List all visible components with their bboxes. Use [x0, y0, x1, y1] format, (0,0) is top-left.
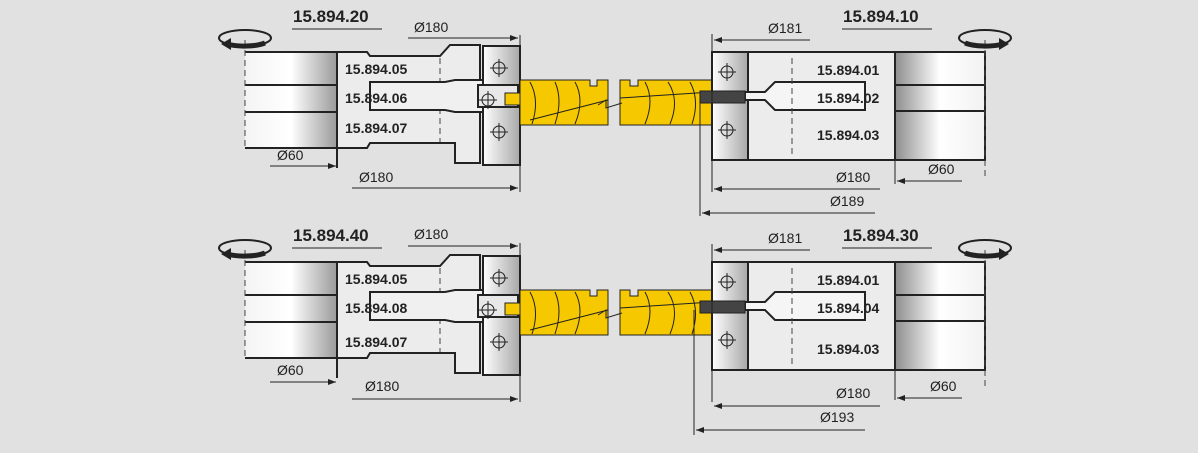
- left-part-3: 15.894.07: [345, 120, 407, 136]
- left-part-2: 15.894.08: [345, 300, 407, 316]
- right-part-2: 15.894.04: [817, 300, 879, 316]
- left-dim-top: Ø180: [414, 226, 448, 242]
- right-dim-bottom: Ø180: [836, 169, 870, 185]
- top-row: 15.894.20 Ø180 15.894.05 15.894.06 15.89…: [219, 7, 1011, 216]
- right-part-1: 15.894.01: [817, 62, 879, 78]
- right-assembly-title: 15.894.10: [843, 7, 919, 26]
- left-dim-shaft: Ø60: [277, 362, 304, 378]
- right-dim-shaft: Ø60: [930, 378, 957, 394]
- right-assembly-title: 15.894.30: [843, 226, 919, 245]
- left-assembly-title: 15.894.40: [293, 226, 369, 245]
- right-dim-top: Ø181: [768, 20, 802, 36]
- right-tool-assembly: [700, 250, 985, 390]
- left-dim-top: Ø180: [414, 19, 448, 35]
- left-part-2: 15.894.06: [345, 90, 407, 106]
- left-assembly-title: 15.894.20: [293, 7, 369, 26]
- right-tool-assembly: [700, 40, 985, 180]
- left-part-1: 15.894.05: [345, 271, 407, 287]
- right-part-3: 15.894.03: [817, 127, 879, 143]
- right-dim-outer: Ø193: [820, 409, 854, 425]
- left-part-1: 15.894.05: [345, 61, 407, 77]
- left-dim-shaft: Ø60: [277, 147, 304, 163]
- right-dim-top: Ø181: [768, 230, 802, 246]
- left-dim-bottom: Ø180: [359, 169, 393, 185]
- right-dim-shaft: Ø60: [928, 161, 955, 177]
- left-dim-bottom: Ø180: [365, 378, 399, 394]
- right-dim-bottom: Ø180: [836, 385, 870, 401]
- bottom-row: 15.894.40 Ø180 15.894.05 15.894.08 15.89…: [219, 226, 1011, 435]
- left-part-3: 15.894.07: [345, 334, 407, 350]
- right-dim-outer: Ø189: [830, 193, 864, 209]
- right-part-1: 15.894.01: [817, 272, 879, 288]
- right-part-3: 15.894.03: [817, 341, 879, 357]
- right-part-2: 15.894.02: [817, 90, 879, 106]
